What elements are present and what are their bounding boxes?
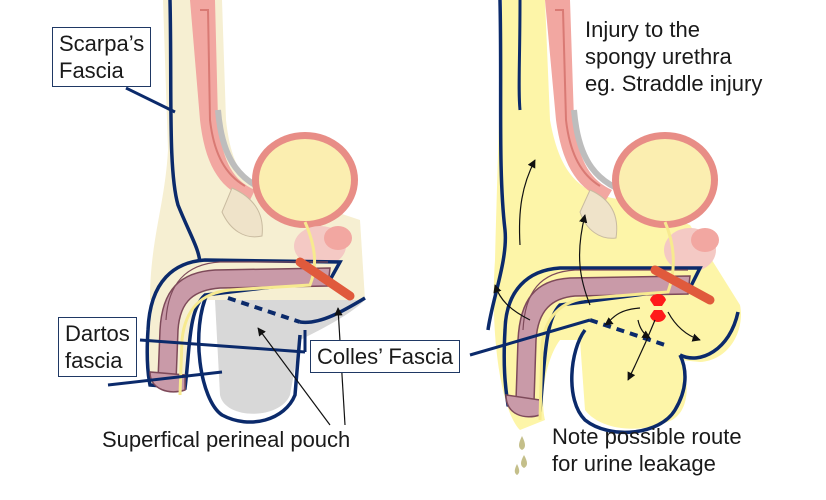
right-urethra	[538, 221, 675, 421]
left-colles-fascia	[299, 296, 366, 325]
right-bladder	[612, 132, 718, 228]
left-superficial-pouch	[215, 300, 365, 414]
left-bladder	[252, 132, 358, 228]
leakage-note: Note possible route for urine leakage	[552, 424, 742, 476]
urine-drops	[514, 436, 527, 475]
superficial-pouch-label: Superfical perineal pouch	[102, 427, 351, 452]
left-colles-fascia-dashed	[227, 296, 301, 324]
right-scrotum	[570, 328, 687, 434]
urethral-rupture-site	[650, 294, 666, 322]
left-urethra	[178, 221, 316, 396]
dartos-fascia-label: Dartos fascia	[58, 317, 137, 377]
left-perineal-membrane	[295, 257, 355, 301]
scarpa-fascia-label: Scarpa’s Fascia	[52, 27, 152, 87]
colles-pointer-right	[469, 318, 591, 357]
right-injury-anatomy	[486, 0, 741, 475]
left-scarpa-fascia-line	[168, 0, 202, 266]
left-scrotum	[196, 291, 302, 424]
left-rectus-muscle	[190, 0, 255, 200]
right-colles-fascia	[679, 311, 740, 360]
right-rectus-muscle	[545, 0, 612, 200]
injury-caption: Injury to the spongy urethra eg. Straddl…	[585, 17, 763, 96]
left-normal-anatomy	[107, 0, 366, 426]
right-urine-extravasation-space	[493, 0, 741, 430]
colles-fascia-label: Colles’ Fascia	[310, 340, 461, 373]
urine-flow-arrows	[493, 159, 701, 381]
